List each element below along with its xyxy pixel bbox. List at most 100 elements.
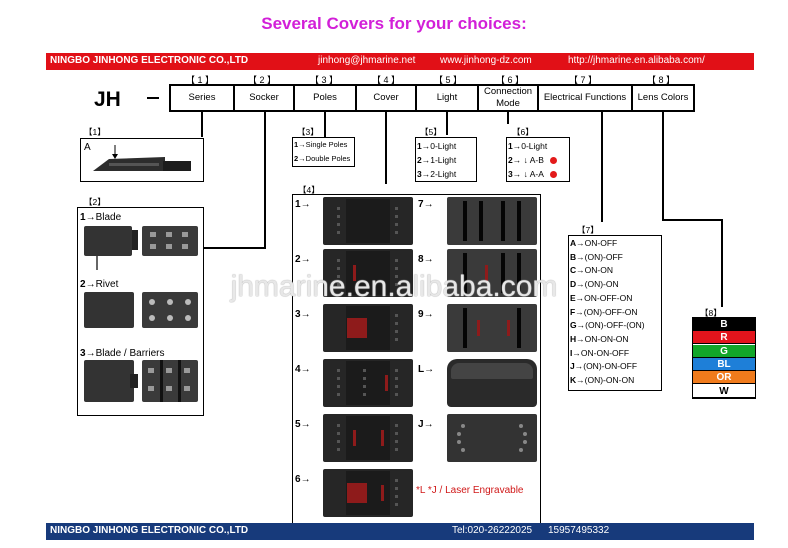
connector-light bbox=[446, 112, 448, 135]
electrical-option-key: C bbox=[570, 265, 577, 276]
electrical-option-key: D bbox=[570, 279, 577, 290]
connector-poles bbox=[324, 112, 326, 137]
electrical-option-value: ON-OFF-ON bbox=[584, 292, 633, 303]
field-connection-mode: Connection Mode bbox=[477, 84, 539, 112]
field-number-7: 【 7 】 bbox=[569, 75, 598, 85]
contact-email: jinhong@jhmarine.net bbox=[318, 55, 416, 66]
connection-option-3: 3→ ↓ A-A bbox=[508, 169, 557, 179]
electrical-option: E→ON-OFF-ON bbox=[570, 293, 632, 303]
cover-image-7 bbox=[447, 197, 537, 245]
electrical-option-value: ON-ON-OFF bbox=[580, 347, 630, 358]
connector-lens-v2 bbox=[721, 219, 723, 307]
field-lens-label: Lens Colors bbox=[637, 92, 689, 103]
cover-label-1: 1→ bbox=[295, 199, 311, 210]
light-option-2: 2→1-Light bbox=[417, 155, 457, 165]
electrical-option-value: (ON)-ON-ON bbox=[584, 375, 635, 385]
electrical-option: J→(ON)-ON-OFF bbox=[570, 361, 637, 371]
socket-rivet-illustration bbox=[84, 292, 198, 328]
connection-panel: 1→0-Light 2→ ↓ A-B 3→ ↓ A-A bbox=[506, 137, 570, 182]
cover-image-6 bbox=[323, 469, 413, 517]
lens-color-r: R bbox=[693, 331, 755, 345]
poles-option-1: 1→Single Poles bbox=[294, 140, 348, 149]
cover-image-9 bbox=[447, 304, 537, 352]
cover-image-1 bbox=[323, 197, 413, 245]
connector-socket-v bbox=[264, 112, 266, 248]
electrical-option-arrow: → bbox=[572, 347, 581, 358]
electrical-option: C→ON-ON bbox=[570, 265, 613, 275]
lens-color-g: G bbox=[693, 344, 755, 358]
cover-label-8: 8→ bbox=[418, 254, 434, 265]
laser-engravable-note: *L *J / Laser Engravable bbox=[416, 485, 524, 496]
electrical-option-value: (ON)-ON bbox=[584, 279, 619, 290]
series-number: 【1】 bbox=[84, 127, 106, 137]
field-connection-label: Connection Mode bbox=[483, 86, 533, 109]
field-poles-label: Poles bbox=[313, 92, 337, 103]
footer-company-name: NINGBO JINHONG ELECTRONIC CO.,LTD bbox=[50, 525, 249, 536]
cover-j-dots bbox=[457, 424, 527, 452]
field-number-4: 【 4 】 bbox=[372, 75, 401, 85]
cover-label-4: 4→ bbox=[295, 364, 311, 375]
company-name: NINGBO JINHONG ELECTRONIC CO.,LTD bbox=[50, 55, 249, 66]
cover-image-4 bbox=[323, 359, 413, 407]
field-series: Series bbox=[169, 84, 235, 112]
company-phone-band: NINGBO JINHONG ELECTRONIC CO.,LTD Tel:02… bbox=[46, 523, 754, 540]
series-panel: A bbox=[80, 138, 204, 182]
lens-color-w: W bbox=[693, 384, 755, 398]
page-headline: Several Covers for your choices: bbox=[261, 14, 527, 33]
field-electrical-label: Electrical Functions bbox=[543, 92, 627, 103]
field-number-1: 【 1 】 bbox=[186, 75, 215, 85]
footer-telephone: Tel:020-26222025 bbox=[452, 525, 533, 536]
field-light-label: Light bbox=[436, 92, 458, 103]
cover-label-2: 2→ bbox=[295, 254, 311, 265]
electrical-option: G→(ON)-OFF-(ON) bbox=[570, 320, 645, 330]
cover-image-2 bbox=[323, 249, 413, 297]
electrical-option: F→(ON)-OFF-ON bbox=[570, 307, 638, 317]
electrical-option: K→(ON)-ON-ON bbox=[570, 375, 634, 385]
socket-option-2: 2→Rivet bbox=[80, 279, 119, 290]
cover-image-5 bbox=[323, 414, 413, 462]
prefix-dash bbox=[147, 97, 159, 99]
socket-panel: 1→Blade 2→Rivet 3→Blade / Barriers bbox=[77, 207, 204, 416]
alibaba-shop-url: http://jhmarine.en.alibaba.com/ bbox=[568, 55, 705, 66]
electrical-option-key: E bbox=[570, 292, 576, 303]
electrical-option-key: J bbox=[570, 361, 575, 372]
cover-label-L: L→ bbox=[418, 364, 435, 375]
electrical-option-arrow: → bbox=[576, 333, 585, 344]
connector-connection bbox=[507, 112, 509, 124]
cover-label-9: 9→ bbox=[418, 309, 434, 320]
cover-panel: 1→ 2→ 3→ 4→ 5→ 6→ 7→ 8→ 9→ L→ J→ *L *J /… bbox=[292, 194, 541, 524]
field-light: Light bbox=[415, 84, 479, 112]
poles-option-2: 2→Double Poles bbox=[294, 154, 351, 163]
electrical-option-value: (ON)-OFF bbox=[584, 251, 623, 262]
connection-option-2: 2→ ↓ A-B bbox=[508, 155, 557, 165]
cover-label-J: J→ bbox=[418, 419, 434, 430]
electrical-option-arrow: → bbox=[574, 361, 584, 372]
electrical-option: D→(ON)-ON bbox=[570, 279, 619, 289]
lens-color-bl: BL bbox=[693, 357, 755, 371]
connector-cover bbox=[385, 112, 387, 184]
electrical-option-value: ON-ON bbox=[584, 265, 613, 276]
light-option-1: 1→0-Light bbox=[417, 141, 457, 151]
field-socket-label: Socker bbox=[249, 92, 279, 103]
electrical-option-arrow: → bbox=[576, 279, 585, 290]
electrical-option-arrow: → bbox=[576, 265, 585, 276]
field-electrical-functions: Electrical Functions bbox=[537, 84, 633, 112]
connection-option-1: 1→0-Light bbox=[508, 141, 548, 151]
electrical-option: A→ON-OFF bbox=[570, 238, 617, 248]
cover-label-7: 7→ bbox=[418, 199, 434, 210]
socket-option-1: 1→Blade bbox=[80, 212, 122, 223]
cover-label-3: 3→ bbox=[295, 309, 311, 320]
field-cover: Cover bbox=[355, 84, 417, 112]
electrical-option-value: ON-ON-ON bbox=[584, 333, 629, 344]
connection-indicator-dot bbox=[549, 171, 557, 178]
electrical-option-arrow: → bbox=[575, 306, 584, 317]
connector-lens-h bbox=[662, 219, 723, 221]
electrical-option-arrow: → bbox=[576, 320, 586, 331]
electrical-option-key: G bbox=[570, 320, 577, 331]
light-panel: 1→0-Light 2→1-Light 3→2-Light bbox=[415, 137, 477, 182]
series-code: A bbox=[84, 142, 91, 153]
poles-number: 【3】 bbox=[297, 127, 319, 137]
cover-label-6: 6→ bbox=[295, 474, 311, 485]
connector-electrical bbox=[601, 112, 603, 222]
cover-image-8 bbox=[447, 249, 537, 297]
